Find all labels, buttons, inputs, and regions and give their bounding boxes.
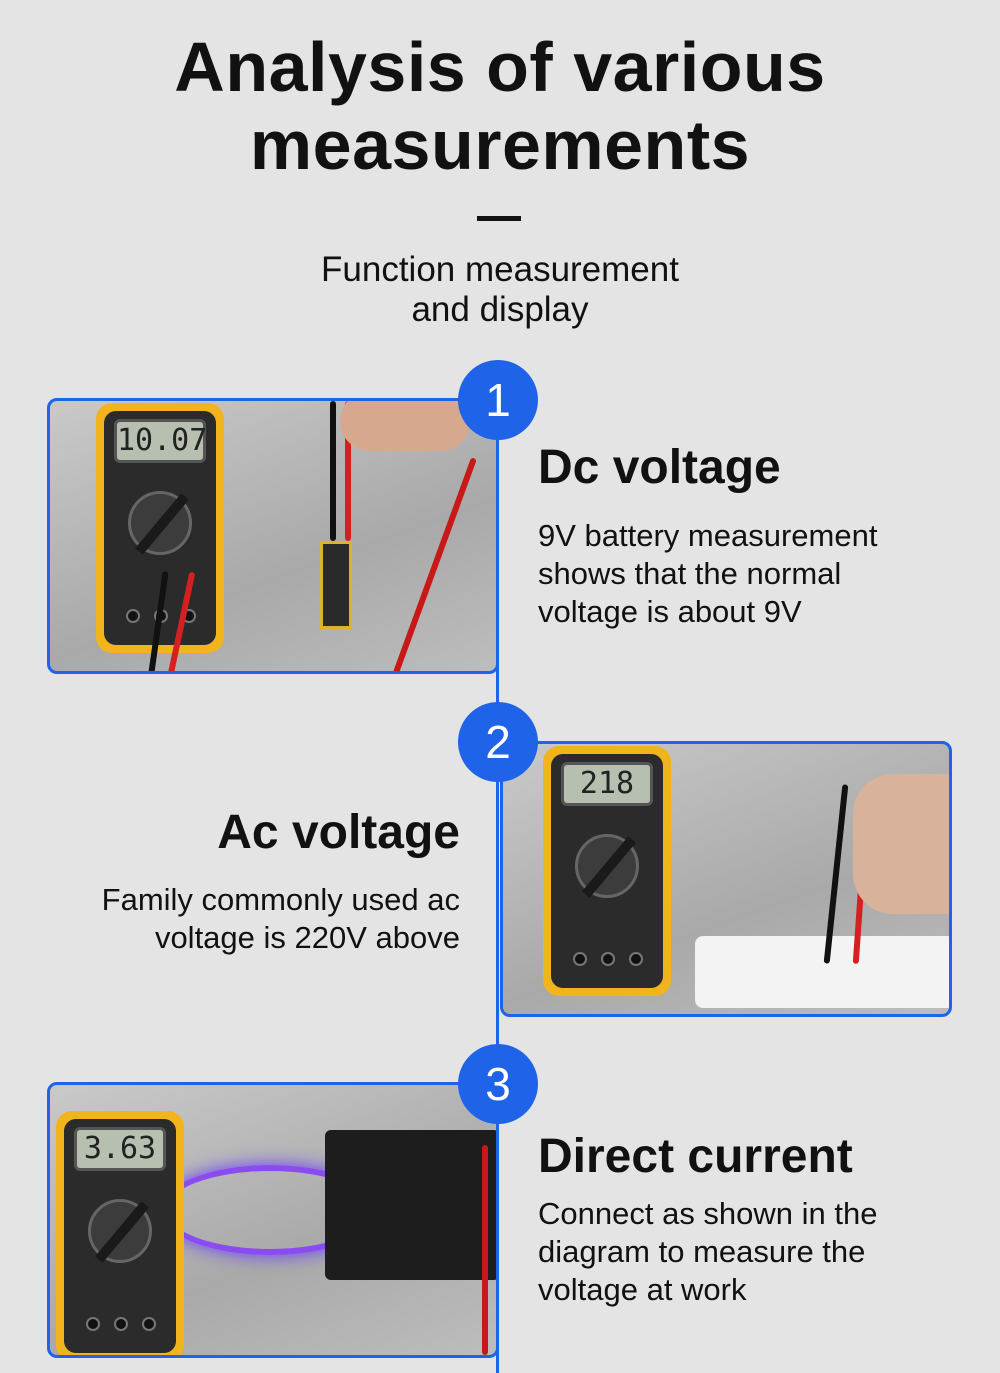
battery (325, 1130, 496, 1280)
hand (340, 401, 470, 451)
step-heading: Ac voltage (217, 806, 460, 859)
timeline-line (496, 400, 499, 1373)
lcd-reading: 3.63 (74, 1127, 166, 1171)
step-heading: Direct current (538, 1130, 853, 1183)
dial (88, 1199, 152, 1263)
step-heading: Dc voltage (538, 441, 781, 494)
photo-dc-voltage: 10.07 (47, 398, 499, 674)
battery (320, 541, 352, 629)
lcd-reading: 10.07 (114, 419, 207, 463)
step-badge: 2 (458, 702, 538, 782)
hand (853, 774, 949, 914)
photo-direct-current: 3.63 (47, 1082, 499, 1358)
multimeter: 218 (543, 746, 671, 996)
dial (575, 834, 639, 898)
dial (128, 491, 192, 555)
step-badge: 3 (458, 1044, 538, 1124)
divider (477, 216, 521, 221)
power-strip (695, 936, 949, 1008)
lcd-reading: 218 (561, 762, 653, 806)
multimeter: 3.63 (56, 1111, 184, 1355)
step-badge: 1 (458, 360, 538, 440)
photo-ac-voltage: 218 (500, 741, 952, 1017)
